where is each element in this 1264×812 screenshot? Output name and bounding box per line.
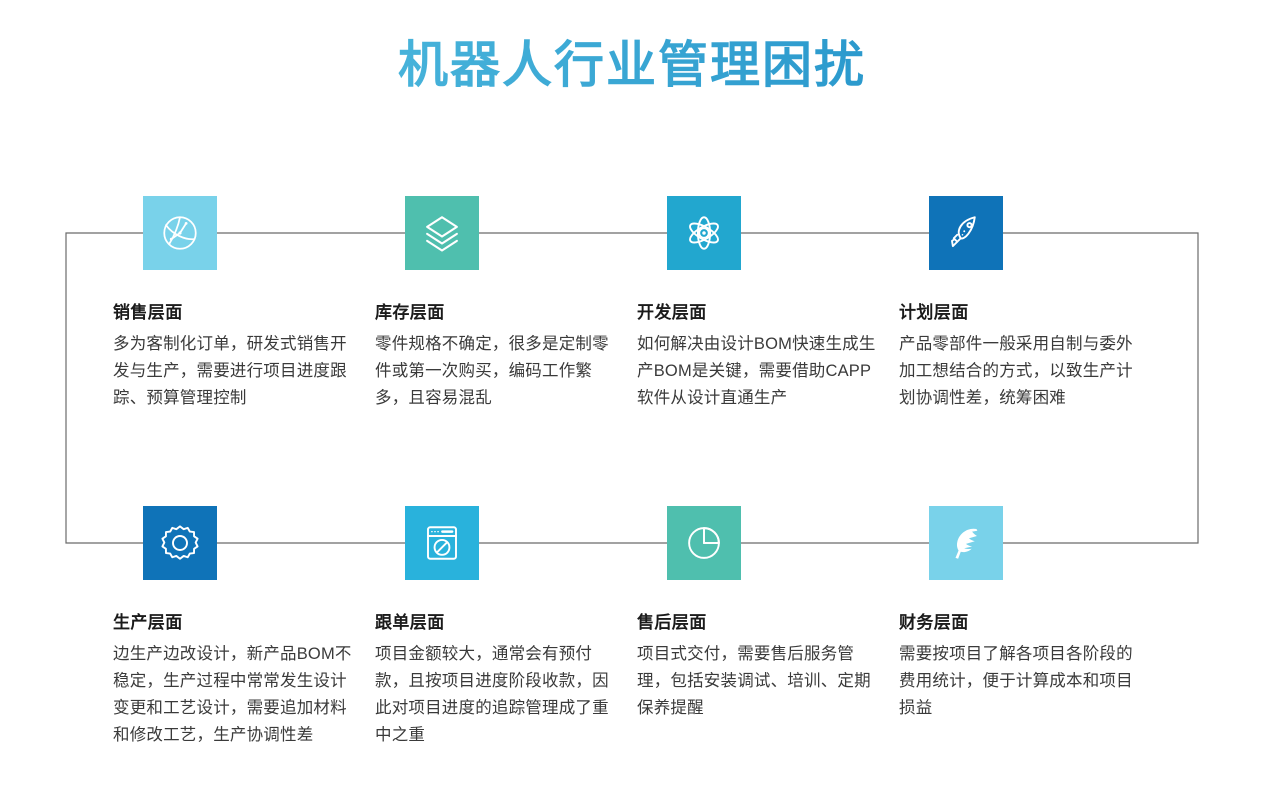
card-inventory[interactable]: 库存层面 零件规格不确定，很多是定制零件或第一次购买，编码工作繁多，且容易混乱: [375, 196, 655, 412]
gear-icon: [161, 525, 199, 560]
card-finance[interactable]: 财务层面 需要按项目了解各项目各阶段的费用统计，便于计算成本和项目损益: [899, 506, 1179, 722]
card-body: 多为客制化订单，研发式销售开发与生产，需要进行项目进度跟踪、预算管理控制: [113, 335, 347, 407]
card-title: 开发层面: [637, 303, 707, 322]
card-sales[interactable]: 销售层面 多为客制化订单，研发式销售开发与生产，需要进行项目进度跟踪、预算管理控…: [113, 196, 393, 412]
card-development[interactable]: 开发层面 如何解决由设计BOM快速生成生产BOM是关键，需要借助CAPP软件从设…: [637, 196, 917, 412]
card-body: 如何解决由设计BOM快速生成生产BOM是关键，需要借助CAPP软件从设计直通生产: [637, 335, 876, 407]
card-row-bottom: 生产层面 边生产边改设计，新产品BOM不稳定，生产过程中常常发生设计变更和工艺设…: [0, 506, 1264, 806]
card-order-tracking[interactable]: 跟单层面 项目金额较大，通常会有预付款，且按项目进度阶段收款，因此对项目进度的追…: [375, 506, 655, 749]
atom-icon: [689, 216, 719, 250]
page-title: 机器人行业管理困扰: [0, 34, 1264, 96]
globe-network-icon-box: [143, 196, 217, 270]
card-body: 项目金额较大，通常会有预付款，且按项目进度阶段收款，因此对项目进度的追踪管理成了…: [375, 645, 609, 744]
card-row-top: 销售层面 多为客制化订单，研发式销售开发与生产，需要进行项目进度跟踪、预算管理控…: [0, 196, 1264, 496]
feather-icon-box: [929, 506, 1003, 580]
card-title: 库存层面: [375, 303, 445, 322]
card-title: 生产层面: [113, 613, 183, 632]
rocket-icon: [951, 216, 976, 248]
card-title: 销售层面: [113, 303, 183, 322]
layers-stack-icon: [426, 216, 458, 252]
layers-stack-icon-box: [405, 196, 479, 270]
globe-network-icon: [163, 216, 197, 250]
card-planning[interactable]: 计划层面 产品零部件一般采用自制与委外加工想结合的方式，以致生产计划协调性差，统…: [899, 196, 1179, 412]
card-title: 跟单层面: [375, 613, 445, 632]
card-body: 边生产边改设计，新产品BOM不稳定，生产过程中常常发生设计变更和工艺设计，需要追…: [113, 645, 352, 744]
card-body: 零件规格不确定，很多是定制零件或第一次购买，编码工作繁多，且容易混乱: [375, 335, 609, 407]
card-title: 计划层面: [899, 303, 969, 322]
card-title: 财务层面: [899, 613, 969, 632]
rocket-icon-box: [929, 196, 1003, 270]
pie-chart-icon-box: [667, 506, 741, 580]
gear-icon-box: [143, 506, 217, 580]
atom-icon-box: [667, 196, 741, 270]
browser-compass-icon-box: [405, 506, 479, 580]
feather-icon: [955, 528, 978, 559]
browser-compass-icon: [427, 526, 457, 560]
pie-chart-icon: [688, 527, 720, 559]
card-after-sales[interactable]: 售后层面 项目式交付，需要售后服务管理，包括安装调试、培训、定期保养提醒: [637, 506, 917, 722]
card-title: 售后层面: [637, 613, 707, 632]
card-body: 项目式交付，需要售后服务管理，包括安装调试、培训、定期保养提醒: [637, 645, 871, 717]
card-body: 需要按项目了解各项目各阶段的费用统计，便于计算成本和项目损益: [899, 645, 1133, 717]
card-body: 产品零部件一般采用自制与委外加工想结合的方式，以致生产计划协调性差，统筹困难: [899, 335, 1133, 407]
card-production[interactable]: 生产层面 边生产边改设计，新产品BOM不稳定，生产过程中常常发生设计变更和工艺设…: [113, 506, 393, 749]
